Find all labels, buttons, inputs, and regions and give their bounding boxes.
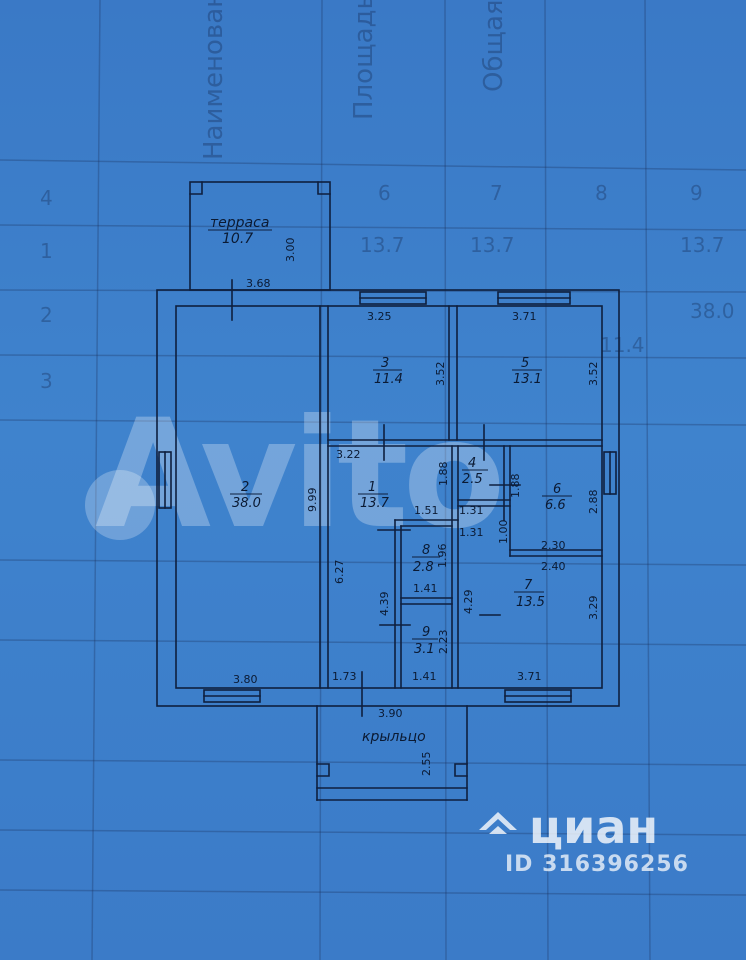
bg-row1-c4: 13.7 [680, 233, 725, 257]
room-3-number: 3 [381, 356, 389, 371]
bg-row1-num: 1 [40, 239, 53, 263]
bg-row1-c2: 13.7 [360, 233, 405, 257]
dim-room7-bottom-width: 3.71 [517, 670, 542, 683]
room-4-area: 2.5 [462, 472, 483, 487]
room-2-number: 2 [241, 480, 249, 495]
terrace-outline [189, 181, 331, 291]
room-4-number: 4 [468, 456, 476, 471]
room-8-area: 2.8 [413, 560, 434, 575]
dim-room1-inner-width: 1.51 [414, 504, 439, 517]
cian-logo-icon [479, 812, 517, 834]
dim-room6-height: 2.88 [587, 490, 600, 515]
bg-row3-num: 3 [40, 369, 53, 393]
room-6-area: 6.6 [545, 498, 566, 513]
dim-room7-right-height: 3.29 [587, 596, 600, 621]
room-5-area: 13.1 [513, 372, 542, 387]
dim-room7-top: 2.40 [541, 560, 566, 573]
dim-room3-height: 3.52 [434, 362, 447, 387]
cian-wordmark: циан [529, 800, 659, 854]
room-9-area: 3.1 [414, 642, 435, 657]
dim-bottom-corridor-width: 1.73 [332, 670, 357, 683]
room-9-number: 9 [422, 625, 430, 640]
dim-room1-top-height: 1.88 [437, 462, 450, 487]
terrace-area: 10.7 [222, 231, 253, 247]
dim-room9-height: 2.23 [437, 630, 450, 655]
dim-room6-width: 2.30 [541, 539, 566, 552]
terrace-label: терраса [210, 215, 269, 231]
dim-room5-height: 3.52 [587, 362, 600, 387]
room-2-area: 38.0 [232, 496, 261, 511]
bg-colnum-5: 9 [690, 181, 703, 205]
bg-colnum-1: 4 [40, 186, 53, 210]
room-7-area: 13.5 [516, 595, 545, 610]
dim-room3-width: 3.25 [367, 310, 392, 323]
bg-header-2: Площадь по [349, 0, 379, 120]
porch-label: крыльцо [362, 729, 426, 745]
room-1-area: 13.7 [360, 496, 390, 511]
dim-room4-width-a: 1.31 [459, 504, 484, 517]
avito-logo-dot [85, 470, 155, 540]
dim-terrace-width: 3.68 [246, 277, 271, 290]
dim-room1-left-height: 6.27 [333, 560, 346, 585]
dim-porch-width: 3.90 [378, 707, 403, 720]
cian-watermark: циан [475, 800, 658, 854]
room-8-number: 8 [422, 543, 430, 558]
dim-room7-left-height: 4.29 [462, 590, 475, 615]
bg-row1-c3: 13.7 [470, 233, 515, 257]
dim-room4-height: 1.88 [509, 474, 522, 499]
room-6-number: 6 [553, 482, 561, 497]
outer-wall-inner [175, 305, 603, 689]
bg-header-3: Общая [479, 0, 509, 92]
dim-corridor-height: 1.00 [497, 520, 510, 545]
room-1-number: 1 [368, 480, 376, 495]
dim-room2-bottom-width: 3.80 [233, 673, 258, 686]
dim-room1-width: 3.22 [336, 448, 361, 461]
dim-room9-bottom-width: 1.41 [412, 670, 437, 683]
bg-colnum-3: 7 [490, 181, 503, 205]
dim-room4-width-b: 1.31 [459, 526, 484, 539]
bg-colnum-4: 8 [595, 181, 608, 205]
listing-id: ID 316396256 [505, 852, 689, 877]
room-7-number: 7 [524, 578, 533, 593]
dim-terrace-depth: 3.00 [284, 238, 297, 263]
dim-room8-width: 1.41 [413, 582, 438, 595]
bg-header-1: Наименование [199, 0, 229, 160]
avito-watermark: Avito [95, 388, 506, 562]
dim-room8-height: 1.96 [436, 544, 449, 569]
dim-room5-width: 3.71 [512, 310, 537, 323]
outer-wall-outer [156, 289, 620, 707]
dim-corridor-left-height: 4.39 [378, 592, 391, 617]
room-3-area: 11.4 [374, 372, 403, 387]
bg-row3-c3: 11.4 [600, 333, 645, 357]
dim-room2-height: 9.99 [306, 488, 319, 513]
bg-colnum-2: 6 [378, 181, 391, 205]
room-5-number: 5 [521, 356, 529, 371]
bg-row2-c4: 38.0 [690, 299, 735, 323]
dim-porch-depth: 2.55 [420, 752, 433, 777]
bg-row2-num: 2 [40, 303, 53, 327]
